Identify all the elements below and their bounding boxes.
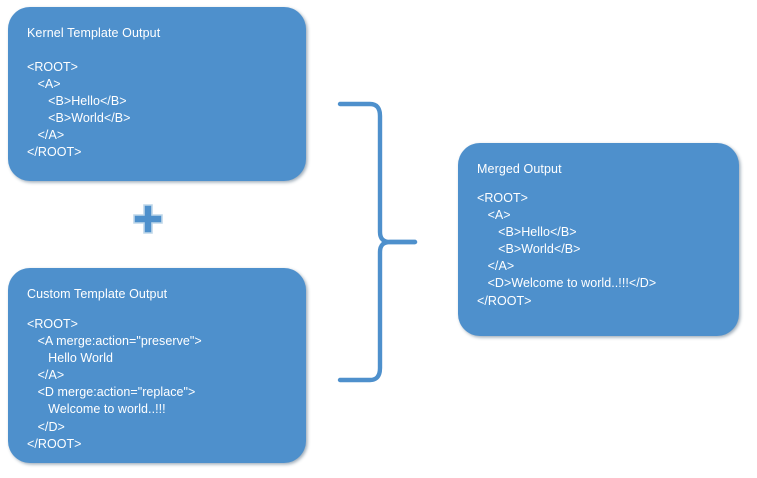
- custom-template-output-title: Custom Template Output: [27, 287, 168, 301]
- custom-template-output-card: Custom Template Output <ROOT> <A merge:a…: [8, 268, 306, 463]
- right-curly-brace-icon: [330, 92, 425, 392]
- merged-output-title: Merged Output: [477, 162, 562, 176]
- code-line: </ROOT>: [27, 145, 82, 160]
- kernel-template-output-code: <ROOT> <A> <B>Hello</B> <B>World</B> </A…: [27, 59, 131, 162]
- code-line: <B>World</B>: [477, 242, 581, 257]
- code-line: </A>: [477, 259, 515, 274]
- code-line: <B>Hello</B>: [27, 94, 127, 109]
- kernel-template-output-title: Kernel Template Output: [27, 26, 161, 40]
- merged-output-code: <ROOT> <A> <B>Hello</B> <B>World</B> </A…: [477, 190, 656, 310]
- code-line: </A>: [27, 128, 65, 143]
- code-line: <D>Welcome to world..!!!</D>: [477, 276, 657, 291]
- code-line: <B>World</B>: [27, 111, 131, 126]
- merged-output-card: Merged Output <ROOT> <A> <B>Hello</B> <B…: [458, 143, 739, 336]
- custom-template-output-code: <ROOT> <A merge:action="preserve"> Hello…: [27, 316, 202, 453]
- code-line: Hello World: [27, 351, 114, 366]
- code-line: <D merge:action="replace">: [27, 385, 196, 400]
- code-line: <ROOT>: [477, 191, 529, 205]
- code-line: <ROOT>: [27, 317, 79, 331]
- plus-icon: [133, 204, 163, 234]
- kernel-template-output-card: Kernel Template Output <ROOT> <A> <B>Hel…: [8, 7, 306, 181]
- code-line: <ROOT>: [27, 60, 79, 74]
- code-line: </ROOT>: [477, 293, 532, 308]
- code-line: Welcome to world..!!!: [27, 402, 166, 417]
- code-line: <B>Hello</B>: [477, 225, 577, 240]
- code-line: <A>: [27, 77, 61, 92]
- code-line: </D>: [27, 419, 65, 434]
- code-line: </ROOT>: [27, 436, 82, 451]
- code-line: <A>: [477, 208, 511, 223]
- code-line: <A merge:action="preserve">: [27, 334, 202, 349]
- code-line: </A>: [27, 368, 65, 383]
